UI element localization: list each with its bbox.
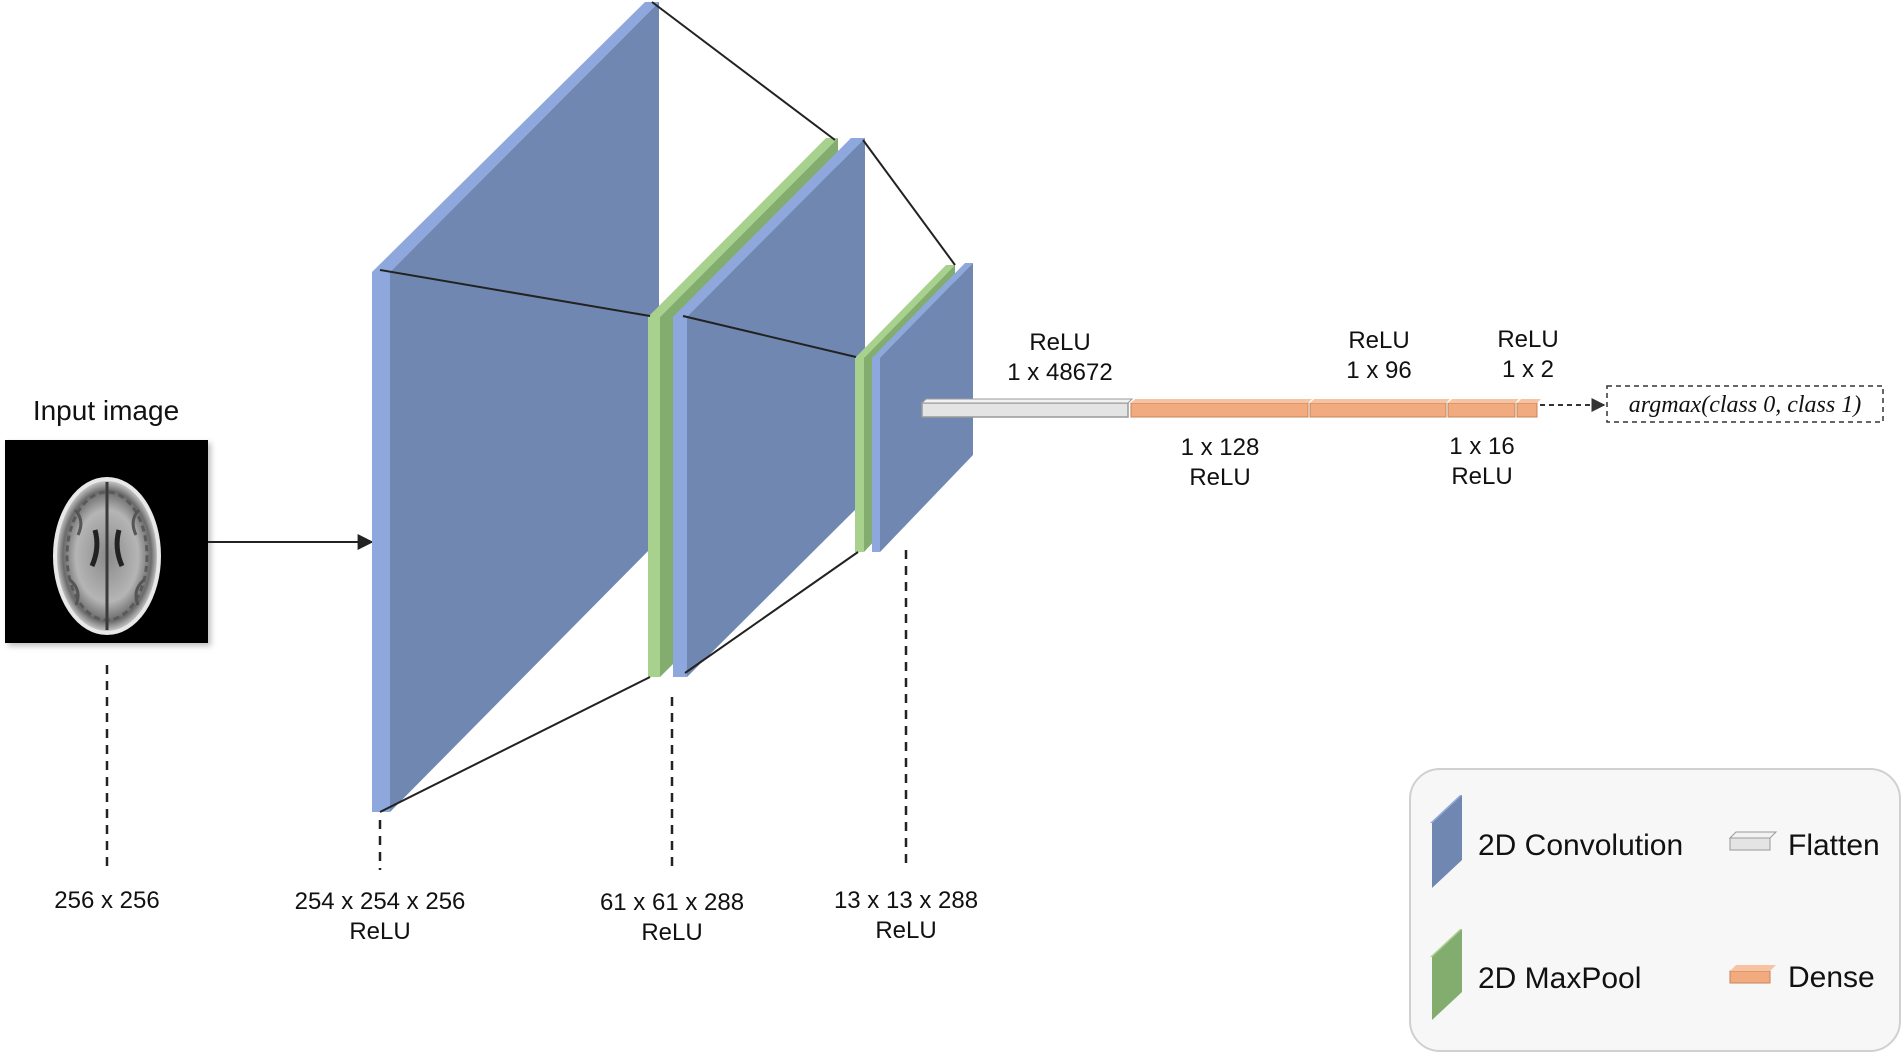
dense2-activation-label: ReLU	[1497, 326, 1558, 353]
input-image	[5, 440, 208, 643]
dense-layer-2	[1516, 399, 1541, 418]
conv1-dims-label: 254 x 254 x 256	[295, 888, 466, 915]
conv-layer-2	[673, 138, 865, 677]
conv1-activation-label: ReLU	[349, 918, 410, 945]
output-label: argmax(class 0, class 1)	[1629, 392, 1861, 418]
dense16-activation-label: ReLU	[1451, 463, 1512, 490]
legend: 2D Convolution 2D MaxPool Flatten Dense	[1409, 768, 1901, 1052]
legend-dense-swatch	[1729, 965, 1776, 984]
legend-maxpool-label: 2D MaxPool	[1478, 962, 1641, 995]
legend-flatten-swatch	[1728, 831, 1778, 851]
legend-flatten-label: Flatten	[1788, 829, 1880, 862]
flatten-layer	[920, 398, 1134, 418]
conv2-dims-label: 61 x 61 x 288	[600, 889, 744, 916]
legend-conv-swatch	[1430, 795, 1462, 888]
flatten-size-label: 1 x 48672	[1007, 359, 1112, 386]
dense2-size-label: 1 x 2	[1502, 356, 1554, 383]
legend-dense-label: Dense	[1788, 961, 1875, 994]
dense-layer-128	[1130, 399, 1312, 418]
dense-layer-96	[1309, 399, 1450, 418]
legend-maxpool-swatch	[1430, 929, 1462, 1020]
flatten-activation-label: ReLU	[1029, 329, 1090, 356]
conv3-activation-label: ReLU	[875, 917, 936, 944]
input-image-title: Input image	[33, 395, 179, 426]
output-box	[1606, 385, 1884, 423]
dense128-size-label: 1 x 128	[1181, 434, 1260, 461]
brain-mri-icon	[53, 477, 161, 635]
dashed-drop-lines	[105, 550, 908, 870]
input-size-label: 256 x 256	[54, 887, 159, 914]
dense-layer-16	[1447, 399, 1519, 418]
conv3-dims-label: 13 x 13 x 288	[834, 887, 978, 914]
connector-lines	[379, 1, 956, 813]
legend-conv-label: 2D Convolution	[1478, 829, 1683, 862]
conv2-activation-label: ReLU	[641, 919, 702, 946]
conv-layer-1	[372, 2, 659, 812]
dense128-activation-label: ReLU	[1189, 464, 1250, 491]
dense96-size-label: 1 x 96	[1346, 357, 1411, 384]
dense96-activation-label: ReLU	[1348, 327, 1409, 354]
dense16-size-label: 1 x 16	[1449, 433, 1514, 460]
